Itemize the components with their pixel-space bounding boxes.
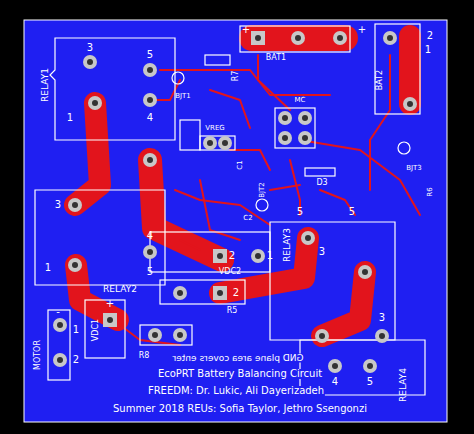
silkscreen-label: 2 <box>228 251 236 261</box>
silkscreen-label: 4 <box>146 113 154 123</box>
silkscreen-text: GND plane area covers enter <box>172 354 305 363</box>
silkscreen-label: 5 <box>348 207 356 217</box>
silkscreen-label: R8 <box>138 352 151 360</box>
silkscreen-label: VREG <box>204 125 226 132</box>
silkscreen-label: D3 <box>315 179 328 187</box>
silkscreen-label: 1 <box>72 325 80 335</box>
silkscreen-label: R7 <box>232 70 240 83</box>
part-name: RELAY3 <box>283 227 292 263</box>
silkscreen-label: 3 <box>54 200 62 210</box>
part-name: RELAY2 <box>102 285 138 294</box>
silkscreen-text: EcoPRT Battery Balancing Circuit <box>157 369 323 379</box>
silkscreen-label: BJT1 <box>174 93 192 100</box>
silkscreen-label: 5 <box>146 267 154 277</box>
silkscreen-label: R6 <box>427 186 434 197</box>
silkscreen-label: 2 <box>72 355 80 365</box>
silkscreen-label: BAT2 <box>376 69 384 91</box>
silkscreen-label: + <box>105 299 115 309</box>
relay-footprint: RELAY2 <box>95 280 145 298</box>
silkscreen-label: 3 <box>318 247 326 257</box>
silkscreen-text: Summer 2018 REUs: Sofia Taylor, Jethro S… <box>112 404 368 414</box>
silkscreen-label: BJT2 <box>259 181 266 199</box>
silkscreen-label: 5 <box>366 377 374 387</box>
silkscreen-label: 1 <box>266 251 274 261</box>
silkscreen-text: FREEDM: Dr. Lukic, Ali Dayerizadeh <box>147 386 325 396</box>
silkscreen-label: VDC2 <box>218 268 242 276</box>
silkscreen-label: 5 <box>296 207 304 217</box>
silkscreen-label: - <box>55 307 61 317</box>
silkscreen-label: 1 <box>424 45 432 55</box>
silkscreen-label: 3 <box>86 43 94 53</box>
silkscreen-label: BAT1 <box>265 54 287 62</box>
silkscreen-label: + <box>241 25 251 35</box>
silkscreen-label: 4 <box>331 377 339 387</box>
silkscreen-label: 2 <box>426 31 434 41</box>
silkscreen-label: MOTOR <box>34 339 42 371</box>
silkscreen-label: MC <box>294 97 307 104</box>
silkscreen-label: 5 <box>146 50 154 60</box>
silkscreen-label: 1 <box>66 113 74 123</box>
part-name: RELAY4 <box>399 367 408 403</box>
silkscreen-label: 4 <box>146 231 154 241</box>
silkscreen-label: BJT3 <box>405 165 423 172</box>
silkscreen-label: 3 <box>378 313 386 323</box>
silkscreen-label: VDC1 <box>92 318 100 342</box>
silkscreen-label: 2 <box>232 288 240 298</box>
relay-footprint: RELAY4 <box>390 355 416 415</box>
silkscreen-label: C2 <box>242 215 253 222</box>
silkscreen-label: R5 <box>226 307 239 315</box>
relay-footprint: RELAY1 <box>30 50 60 120</box>
silkscreen-label: C1 <box>237 159 244 170</box>
part-name: RELAY1 <box>41 67 50 103</box>
silkscreen-label: 1 <box>44 263 52 273</box>
relay-footprint: RELAY3 <box>274 215 300 275</box>
silkscreen-label: + <box>357 25 367 35</box>
